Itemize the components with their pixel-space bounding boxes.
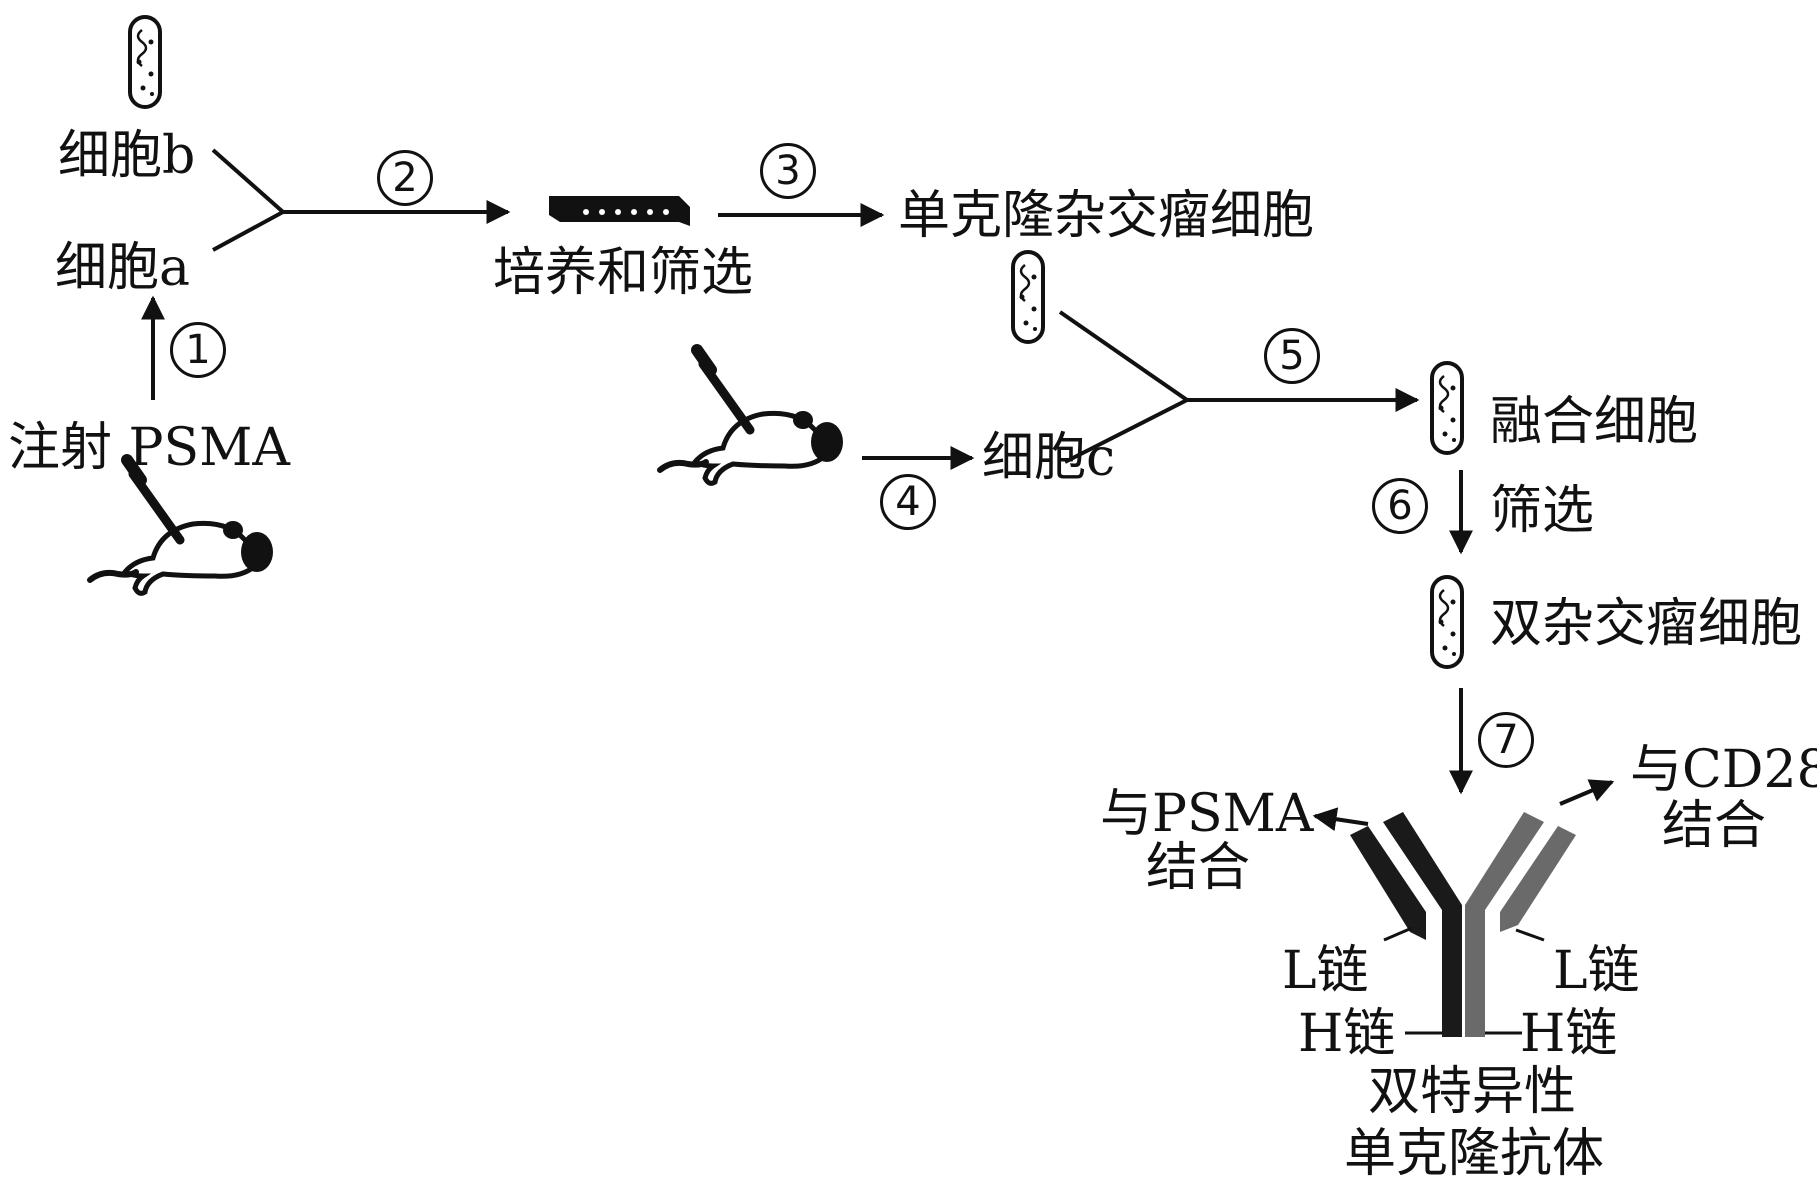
step-6-marker: 6 (1372, 478, 1428, 534)
bind-cd28-label: 与CD28 (1630, 740, 1817, 800)
antibody-label: 双特异性 (1368, 1062, 1577, 1122)
double-hybridoma-label: 双杂交瘤细胞 (1490, 594, 1803, 654)
culture-label: 培养和筛选 (493, 243, 754, 303)
cell-icon (1011, 250, 1045, 344)
mono-hybridoma-label: 单克隆杂交瘤细胞 (898, 186, 1315, 246)
bind-psma-label-2: 结合 (1146, 838, 1251, 898)
cell-a-label: 细胞a (55, 238, 191, 298)
step-7-marker: 7 (1478, 712, 1534, 768)
fused-label: 融合细胞 (1490, 392, 1699, 452)
inject-label: 注射 PSMA (8, 418, 290, 478)
culture-plate-icon (549, 196, 690, 226)
mouse-icon (660, 350, 843, 483)
step-4-marker: 4 (880, 474, 936, 530)
step-3-marker: 3 (760, 143, 816, 199)
bind-cd28-label-2: 结合 (1662, 796, 1767, 856)
antibody-icon (1350, 812, 1576, 1037)
antibody-label-2: 单克隆抗体 (1344, 1124, 1605, 1184)
bind-psma-label: 与PSMA (1100, 784, 1314, 844)
cell-c-label: 细胞c (982, 428, 1116, 488)
cell-b-label: 细胞b (58, 126, 196, 186)
l-chain-right-label: L链 (1553, 941, 1640, 1001)
screen-label: 筛选 (1490, 481, 1595, 541)
step-1-marker: 1 (170, 322, 226, 378)
l-chain-left-label: L链 (1282, 941, 1369, 1001)
step-5-marker: 5 (1264, 328, 1320, 384)
h-chain-right-label: H链 (1520, 1004, 1618, 1064)
h-chain-left-label: H链 (1298, 1004, 1396, 1064)
step-2-marker: 2 (377, 150, 433, 206)
cell-icon (128, 15, 162, 109)
cell-icon (1430, 575, 1464, 669)
arrows (141, 148, 1615, 832)
cell-icon (1430, 361, 1464, 455)
mouse-icon (90, 460, 273, 593)
